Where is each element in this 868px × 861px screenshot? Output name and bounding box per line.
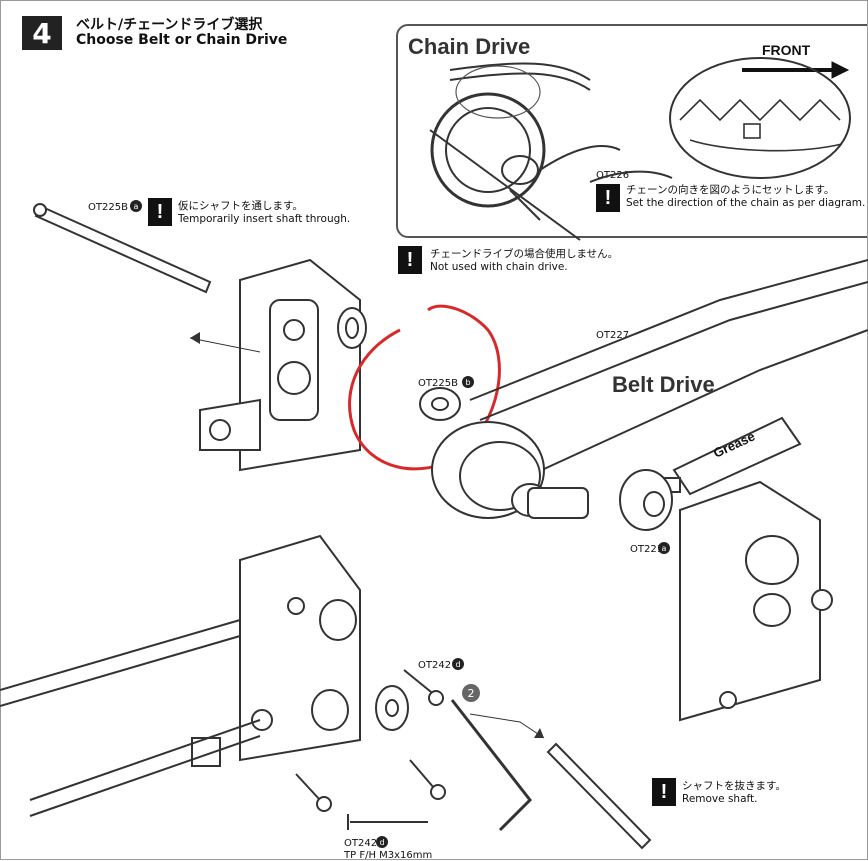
grease-tube <box>663 416 802 496</box>
screw-lower-left <box>295 773 332 812</box>
badge-b: b <box>462 376 474 388</box>
chain-drive-illustration <box>429 62 673 241</box>
hex-key <box>450 699 532 832</box>
remove-shaft-icon: ! <box>652 778 676 806</box>
step-title-jp: ベルト/チェーンドライブ選択 <box>76 17 263 33</box>
belt-upper <box>469 259 868 481</box>
screw-illustration <box>347 814 428 830</box>
remove-shaft-en: Remove shaft. <box>682 793 758 805</box>
belt-part-number: OT227 <box>596 330 630 341</box>
spacer-part-number: OT225B <box>418 378 458 389</box>
chain-unused-en: Not used with chain drive. <box>430 261 568 273</box>
step-number: 4 <box>22 16 62 50</box>
spacer <box>419 387 461 421</box>
belt-drive-label: Belt Drive <box>612 372 715 397</box>
chain-drive-label: Chain Drive <box>408 34 531 59</box>
chain-ellipse-marker <box>455 65 541 119</box>
chain-note-jp: チェーンの向きを図のようにセットします。 <box>626 184 835 196</box>
badge-d-upper: d <box>452 658 464 670</box>
badge-a-shaft: a <box>130 200 142 212</box>
remove-shaft-jp: シャフトを抜きます。 <box>682 780 786 792</box>
shaft-note: 仮にシャフトを通します。 Temporarily insert shaft th… <box>178 200 350 226</box>
small-gear <box>619 469 673 531</box>
chain-zoom-detail <box>679 98 843 152</box>
chain-unused-note: チェーンドライブの場合使用しません。 Not used with chain d… <box>430 248 618 274</box>
shaft-note-en: Temporarily insert shaft through. <box>178 213 351 225</box>
screw-upper-part: OT242 <box>418 660 452 671</box>
chain-zoom-circle <box>669 57 851 179</box>
remove-shaft-note: シャフトを抜きます。 Remove shaft. <box>682 780 786 806</box>
right-housing <box>679 480 833 722</box>
badge-a-gear: a <box>658 542 670 554</box>
big-pulley <box>431 421 589 519</box>
idler-pulley <box>375 685 409 731</box>
shaft-part-number: OT225B <box>88 202 128 213</box>
step-title-en: Choose Belt or Chain Drive <box>76 32 288 48</box>
belt-lower <box>0 619 261 817</box>
arrow-left-head <box>190 332 200 344</box>
screw-upper <box>403 669 444 706</box>
chain-unused-jp: チェーンドライブの場合使用しません。 <box>430 248 619 260</box>
shaft-upper <box>33 203 212 294</box>
left-housing <box>199 258 361 472</box>
shaft-remove-arrow-head <box>534 728 544 738</box>
shaft-note-jp: 仮にシャフトを通します。 <box>178 200 303 212</box>
shaft-remove-arrow-line <box>469 713 545 739</box>
chain-drive-callout <box>396 24 868 238</box>
badge-d-lower: d <box>376 836 388 848</box>
chain-note: チェーンの向きを図のようにセットします。 Set the direction o… <box>626 184 865 210</box>
gear-part-number: OT221 <box>630 544 664 555</box>
arrow-left-line <box>189 337 261 353</box>
lower-housing <box>191 534 361 767</box>
screw-lower-part: OT242 <box>344 838 378 849</box>
shaft-note-icon: ! <box>148 198 172 226</box>
chain-unused-icon: ! <box>398 246 422 274</box>
small-pulley <box>337 307 367 349</box>
chain-note-en: Set the direction of the chain as per di… <box>626 197 866 209</box>
screw-lower-right <box>409 759 446 800</box>
front-label: FRONT <box>762 42 811 58</box>
shaft-removed <box>546 742 652 850</box>
tool-size-badge: 2 <box>462 684 480 702</box>
chain-note-icon: ! <box>596 184 620 212</box>
screw-lower-desc: TP F/H M3x16mm <box>344 850 433 861</box>
front-arrow-group <box>742 61 850 79</box>
